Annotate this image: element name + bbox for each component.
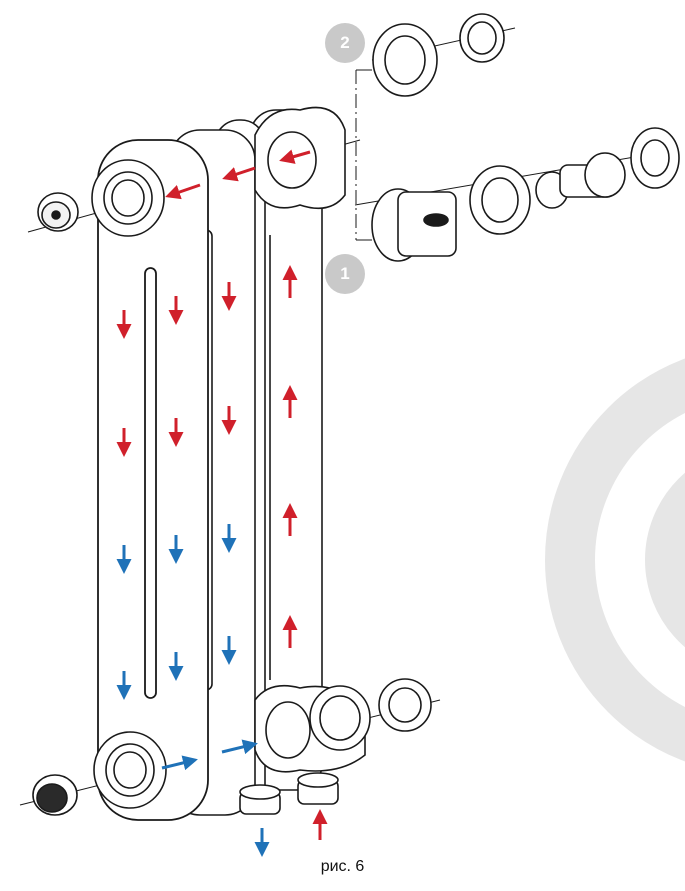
blind-plug <box>32 774 78 816</box>
air-vent-plug <box>37 192 79 232</box>
cold-outflow-arrows <box>161 739 258 771</box>
rear-top-head <box>254 106 346 210</box>
bottom-port <box>93 731 167 809</box>
up-arrow-icon <box>282 265 328 840</box>
down-arrow-icon <box>116 524 270 857</box>
bottom-right-nipple <box>378 678 432 732</box>
hot-inflow-arrows <box>165 149 311 200</box>
bottom-pipes <box>239 772 339 815</box>
connection-1-parts <box>371 127 680 262</box>
rear-bottom-head <box>254 684 371 773</box>
down-arrow-icon <box>116 282 237 457</box>
radiator-section-1 <box>97 139 209 821</box>
top-port <box>91 159 165 237</box>
watermark-logo <box>545 358 685 762</box>
badge-connection-1: 1 <box>325 254 365 294</box>
figure-caption: рис. 6 <box>320 858 365 875</box>
badge-connection-2: 2 <box>325 23 365 63</box>
connection-2-parts <box>372 13 505 97</box>
